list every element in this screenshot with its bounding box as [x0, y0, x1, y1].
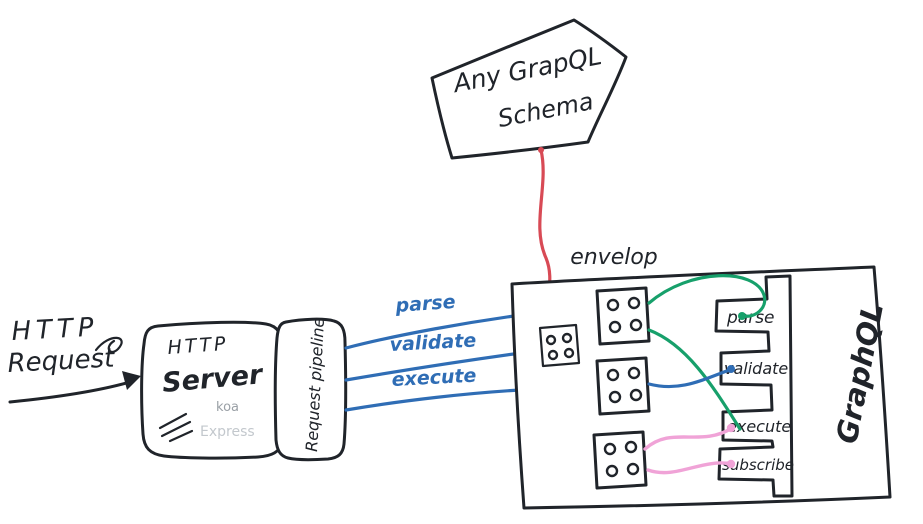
koa-logo-text: koa — [216, 400, 239, 415]
plugin-box-small-outline — [538, 323, 581, 368]
hook-parse-label: parse — [726, 308, 775, 328]
plugin-wires — [643, 274, 767, 475]
http-request-line1: HTTP — [11, 312, 99, 347]
wire-pink-subscribe-dot — [726, 459, 736, 469]
hook-comb: parse validate execute subscribe — [714, 274, 794, 498]
edge-parse-label: parse — [394, 291, 456, 317]
schema-node: Any GrapQL Schema — [430, 18, 628, 160]
plugin-box-2-outline — [595, 356, 651, 416]
fastify-logo-scribble — [158, 412, 194, 443]
hook-validate-label: validate — [724, 359, 788, 378]
plugin-box-1 — [595, 286, 651, 346]
http-request: HTTP Request — [7, 312, 141, 404]
hook-execute-label: execute — [727, 417, 791, 436]
http-server-box: HTTP Server koa Express — [140, 320, 286, 460]
plugin-box-1-outline — [595, 286, 651, 346]
wire-blue-validate-dot — [727, 365, 735, 373]
hook-comb-outline — [714, 274, 794, 498]
wire-blue-validate — [647, 367, 734, 389]
pipeline-outline — [273, 317, 348, 462]
edge-execute-label: execute — [391, 365, 477, 391]
wire-pink-execute — [643, 426, 734, 451]
server-title-line1: HTTP — [167, 333, 229, 359]
wire-green-parse — [647, 274, 767, 318]
edge-validate-label: validate — [389, 329, 477, 356]
wire-pink-execute-dot — [726, 423, 736, 433]
hook-subscribe-label: subscribe — [722, 456, 794, 474]
envelop-box: envelop — [510, 245, 892, 510]
wire-green-execute — [647, 328, 742, 431]
plugin-box-small — [538, 323, 581, 368]
plugin-box-3-outline — [592, 430, 648, 490]
plugin-box-2 — [595, 356, 651, 416]
plugin-box-3 — [592, 430, 648, 490]
pipeline-edges: parse validate execute — [344, 291, 528, 412]
envelop-label: envelop — [570, 245, 658, 270]
edge-parse-line — [344, 313, 523, 350]
request-squiggle — [94, 336, 123, 354]
plugin-boxes — [538, 286, 651, 490]
wire-green-parse-dot — [738, 312, 746, 320]
request-arrow-head — [122, 371, 141, 390]
request-pipeline-box: Request pipeline — [273, 317, 348, 462]
wire-pink-subscribe — [646, 461, 734, 475]
schema-outline — [430, 18, 628, 160]
edge-validate-line — [344, 351, 523, 382]
request-arrow-line — [8, 380, 132, 404]
red-connector-start-dot — [538, 147, 544, 153]
express-logo-text: Express — [200, 424, 255, 440]
edge-execute-line — [344, 388, 522, 412]
envelop-outline — [510, 265, 892, 510]
http-request-line2: Request — [7, 343, 116, 379]
server-outline — [140, 320, 286, 460]
